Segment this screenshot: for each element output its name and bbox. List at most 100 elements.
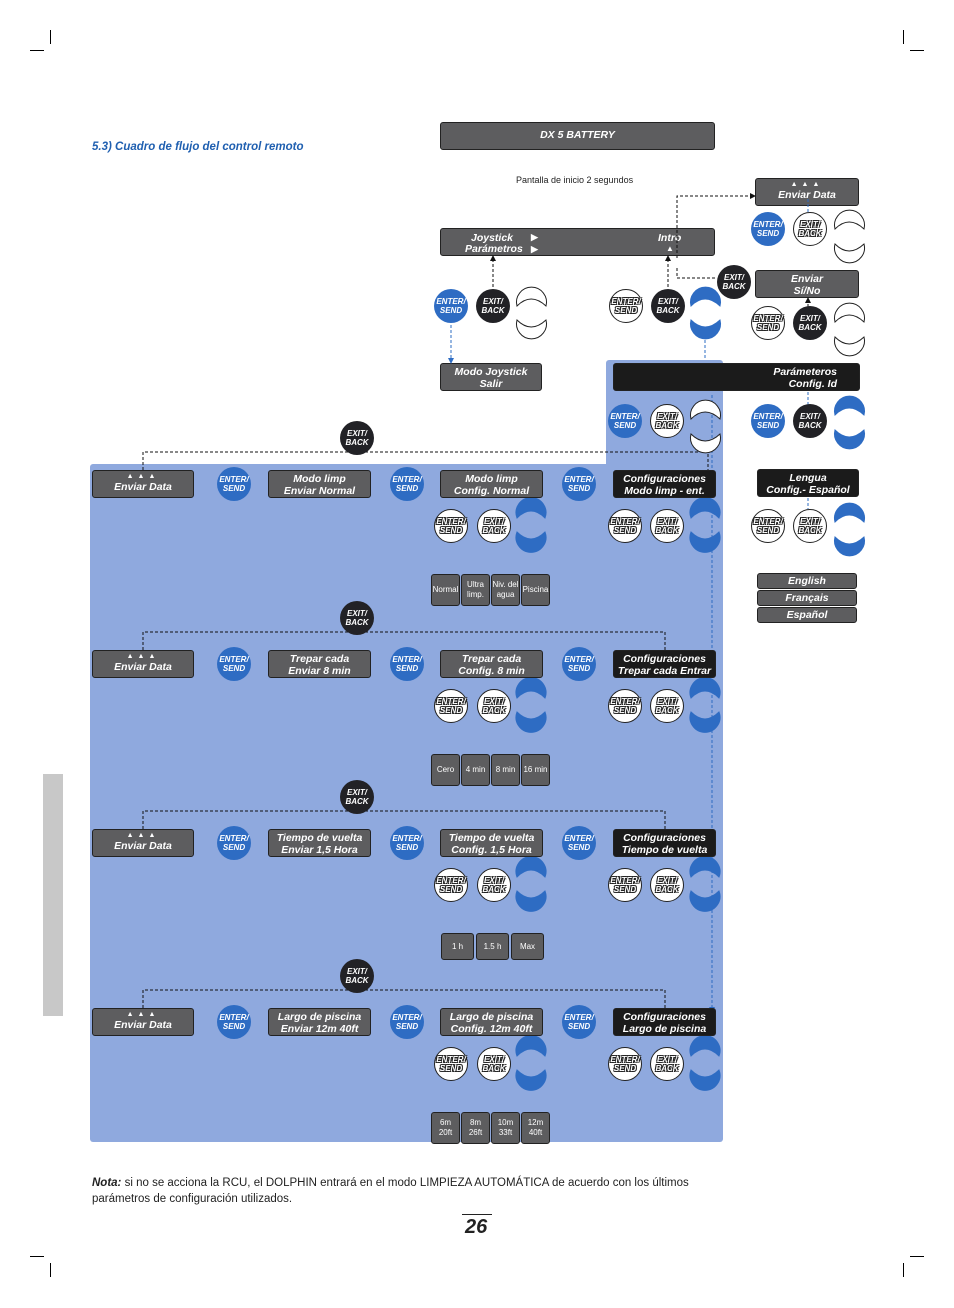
enter-send-button[interactable]: ENTER/SEND bbox=[434, 509, 468, 543]
enter-send-button[interactable]: ENTER/SEND bbox=[751, 306, 785, 340]
enviar-data-box: ▲▲▲Enviar Data bbox=[92, 829, 194, 857]
startup-caption: Pantalla de inicio 2 segundos bbox=[516, 175, 634, 185]
enter-send-button[interactable]: ENTER/SEND bbox=[562, 1005, 596, 1039]
exit-back-button[interactable]: EXIT/BACK bbox=[477, 868, 511, 902]
scroll-down-icon bbox=[515, 890, 547, 912]
enter-send-button[interactable]: ENTER/SEND bbox=[608, 404, 642, 438]
scroll-up-icon bbox=[689, 856, 721, 878]
enviar-data-box: ▲▲▲Enviar Data bbox=[92, 470, 194, 498]
enter-send-button[interactable]: ENTER/SEND bbox=[751, 212, 785, 246]
enter-send-button[interactable]: ENTER/SEND bbox=[217, 647, 251, 681]
enter-send-button[interactable]: ENTER/SEND bbox=[217, 467, 251, 501]
option-item[interactable]: 16 min bbox=[521, 754, 550, 786]
enter-send-button[interactable]: ENTER/SEND bbox=[608, 1047, 642, 1081]
exit-back-button[interactable]: EXIT/BACK bbox=[651, 289, 685, 323]
exit-back-button[interactable]: EXIT/BACK bbox=[717, 265, 751, 299]
enter-send-button[interactable]: ENTER/SEND bbox=[562, 467, 596, 501]
enter-send-button[interactable]: ENTER/SEND bbox=[390, 826, 424, 860]
exit-back-button[interactable]: EXIT/BACK bbox=[476, 289, 510, 323]
enter-send-button[interactable]: ENTER/SEND bbox=[562, 826, 596, 860]
option-item[interactable]: 1.5 h bbox=[476, 933, 509, 960]
up-arrows-icon: ▲▲▲ bbox=[126, 653, 160, 660]
enviar-data-box: ▲▲▲Enviar Data bbox=[92, 1008, 194, 1036]
exit-back-button[interactable]: EXIT/BACK bbox=[340, 421, 374, 455]
enter-send-button[interactable]: ENTER/SEND bbox=[608, 868, 642, 902]
scroll-wheel-icon bbox=[516, 209, 865, 454]
enter-send-button[interactable]: ENTER/SEND bbox=[751, 509, 785, 543]
exit-back-button[interactable]: EXIT/BACK bbox=[793, 212, 827, 246]
scroll-down-icon bbox=[689, 531, 721, 553]
scroll-up-icon bbox=[689, 677, 721, 699]
enter-send-button[interactable]: ENTER/SEND bbox=[608, 509, 642, 543]
enter-send-button[interactable]: ENTER/SEND bbox=[217, 826, 251, 860]
menu-intro: Intro bbox=[658, 232, 682, 244]
enter-send-button[interactable]: ENTER/SEND bbox=[217, 1005, 251, 1039]
enter-send-button[interactable]: ENTER/SEND bbox=[751, 404, 785, 438]
exit-back-button[interactable]: EXIT/BACK bbox=[340, 780, 374, 814]
header-box: DX 5 BATTERY bbox=[440, 122, 715, 150]
enter-send-button[interactable]: ENTER/SEND bbox=[390, 647, 424, 681]
section-title: 5.3) Cuadro de flujo del control remoto bbox=[92, 141, 304, 153]
exit-back-button[interactable]: EXIT/BACK bbox=[477, 689, 511, 723]
option-item[interactable]: Normal bbox=[431, 574, 460, 606]
menu-joystick: Joystick bbox=[471, 232, 514, 244]
enter-send-button[interactable]: ENTER/SEND bbox=[434, 289, 468, 323]
option-item[interactable]: Piscina bbox=[521, 574, 550, 606]
enter-send-button[interactable]: ENTER/SEND bbox=[390, 467, 424, 501]
exit-back-button[interactable]: EXIT/BACK bbox=[477, 1047, 511, 1081]
option-item[interactable]: Max bbox=[511, 933, 544, 960]
enter-send-button[interactable]: ENTER/SEND bbox=[608, 689, 642, 723]
scroll-up-icon bbox=[689, 1035, 721, 1057]
menu-parametros: Parámetros bbox=[465, 243, 523, 255]
page-number-rule bbox=[462, 1214, 492, 1215]
scroll-down-icon bbox=[689, 711, 721, 733]
exit-back-button[interactable]: EXIT/BACK bbox=[340, 601, 374, 635]
enter-send-button[interactable]: ENTER/SEND bbox=[434, 689, 468, 723]
exit-back-button[interactable]: EXIT/BACK bbox=[650, 404, 684, 438]
exit-back-button[interactable]: EXIT/BACK bbox=[650, 689, 684, 723]
language-espanol[interactable]: Español bbox=[757, 607, 857, 623]
language-english[interactable]: English bbox=[757, 573, 857, 589]
exit-back-button[interactable]: EXIT/BACK bbox=[650, 868, 684, 902]
enter-send-button[interactable]: ENTER/SEND bbox=[390, 1005, 424, 1039]
exit-back-button[interactable]: EXIT/BACK bbox=[650, 509, 684, 543]
scroll-down-icon bbox=[689, 1069, 721, 1091]
main-menu-box: Joystick ▶ Parámetros ▶ Intro ▲ bbox=[440, 228, 715, 256]
scroll-wheel-blue-icon bbox=[690, 286, 865, 557]
scroll-up-icon bbox=[689, 497, 721, 519]
exit-back-button[interactable]: EXIT/BACK bbox=[793, 509, 827, 543]
option-item[interactable]: 8 min bbox=[491, 754, 520, 786]
enviar-data-box: ▲▲▲Enviar Data bbox=[92, 650, 194, 678]
exit-back-button[interactable]: EXIT/BACK bbox=[793, 404, 827, 438]
enter-send-button[interactable]: ENTER/SEND bbox=[434, 1047, 468, 1081]
scroll-up-icon bbox=[515, 677, 547, 699]
option-item[interactable]: Cero bbox=[431, 754, 460, 786]
exit-back-button[interactable]: EXIT/BACK bbox=[477, 509, 511, 543]
enter-send-button[interactable]: ENTER/SEND bbox=[562, 647, 596, 681]
exit-back-button[interactable]: EXIT/BACK bbox=[793, 306, 827, 340]
option-item[interactable]: 1 h bbox=[441, 933, 474, 960]
enter-send-button[interactable]: ENTER/SEND bbox=[434, 868, 468, 902]
scroll-down-icon bbox=[689, 890, 721, 912]
note-label: Nota: bbox=[92, 1177, 122, 1189]
menu-arrow-icon: ▶ bbox=[531, 244, 538, 254]
language-francais[interactable]: Français bbox=[757, 590, 857, 606]
option-item[interactable]: 4 min bbox=[461, 754, 490, 786]
exit-back-button[interactable]: EXIT/BACK bbox=[650, 1047, 684, 1081]
enter-send-button[interactable]: ENTER/SEND bbox=[609, 289, 643, 323]
exit-back-button[interactable]: EXIT/BACK bbox=[340, 959, 374, 993]
